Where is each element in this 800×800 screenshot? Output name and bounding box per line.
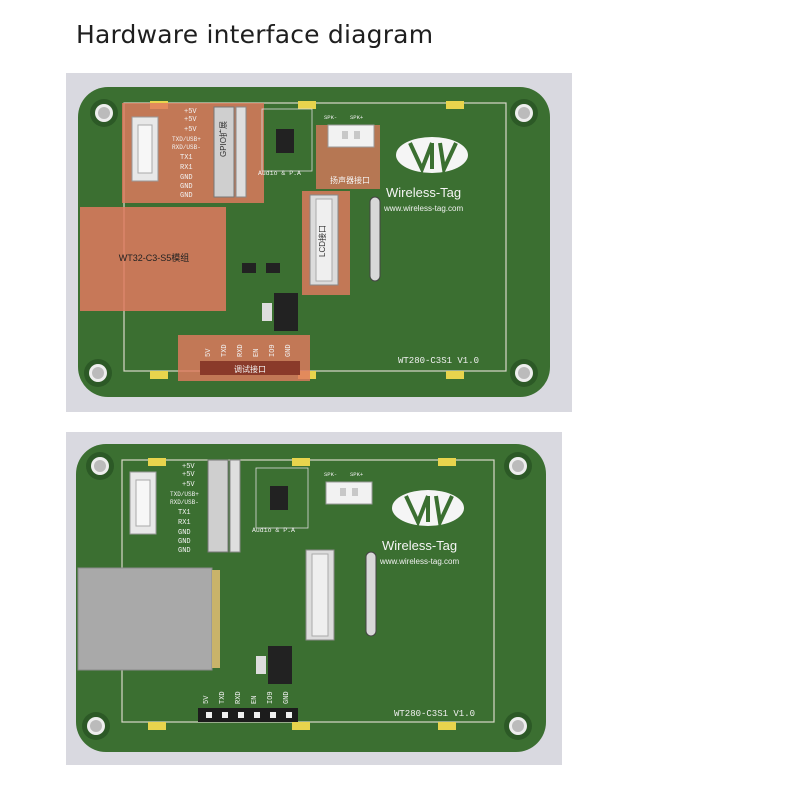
uart-pin-label: TXD/USB+ xyxy=(172,136,201,143)
uart-pin-label: GND xyxy=(180,174,193,182)
edge-pad xyxy=(446,371,464,379)
brand-url: www.wireless-tag.com xyxy=(379,557,459,566)
power-pin-label: +5V xyxy=(184,116,197,124)
edge-pad xyxy=(148,458,166,466)
audio-pa-block xyxy=(261,108,313,172)
lcd-annotation: LCD接口 xyxy=(317,225,327,257)
mounting-hole xyxy=(510,99,538,127)
mounting-hole xyxy=(82,712,110,740)
gpio-connector xyxy=(207,459,229,553)
gpio-annotation: GPIO扩展 xyxy=(218,121,228,157)
spk-label: SPK- xyxy=(324,114,337,121)
debug-pin-label: 5V xyxy=(203,695,211,704)
mounting-hole xyxy=(504,452,532,480)
edge-pad xyxy=(446,101,464,109)
audio-ic xyxy=(270,486,288,510)
edge-pad xyxy=(438,722,456,730)
model-label: WT280-C3S1 V1.0 xyxy=(394,709,475,719)
uart-pin-label: GND xyxy=(178,538,191,546)
debug-header xyxy=(198,708,298,722)
voltage-regulator xyxy=(268,646,292,684)
debug-pin-label: GND xyxy=(283,691,291,704)
debug-pin-label: IO9 xyxy=(269,344,277,357)
mounting-hole xyxy=(86,452,114,480)
debug-pin-label: 5V xyxy=(205,348,213,357)
plain-board-drawing: +5V +5V +5V TXD/USB+ RXD/USB- TX1 RX1 GN… xyxy=(76,444,546,752)
audio-ic xyxy=(276,129,294,153)
power-pin-label: +5V xyxy=(184,126,197,134)
edge-pad xyxy=(150,371,168,379)
debug-pin-label: EN xyxy=(251,696,259,704)
brand-name: Wireless-Tag xyxy=(386,185,461,200)
spk-label: SPK- xyxy=(324,471,337,478)
page-title: Hardware interface diagram xyxy=(76,20,434,49)
uart-pin-label: GND xyxy=(178,547,191,555)
debug-pin-label: RXD xyxy=(237,344,245,357)
uart-pin-label: TX1 xyxy=(180,154,193,162)
edge-pad xyxy=(292,722,310,730)
speaker-connector xyxy=(325,481,373,505)
gpio-connector xyxy=(213,106,235,198)
uart-pin-label: GND xyxy=(178,529,191,537)
edge-pad xyxy=(148,722,166,730)
debug-pin-label: TXD xyxy=(219,691,227,704)
brand-name: Wireless-Tag xyxy=(382,538,457,553)
annotated-board-drawing: +5V +5V +5V TXD/USB+ RXD/USB- TX1 RX1 GN… xyxy=(78,87,550,397)
voltage-regulator xyxy=(274,293,298,331)
brand-logo xyxy=(396,137,468,176)
power-pin-label: +5V xyxy=(182,463,195,471)
spk-label: SPK+ xyxy=(350,114,363,121)
audio-pa-label: Audio & P.A xyxy=(252,527,295,534)
debug-pin-label: EN xyxy=(253,349,261,357)
uart-pin-label: TX1 xyxy=(178,509,191,517)
power-pin-label: +5V xyxy=(182,471,195,479)
uart-pin-label: GND xyxy=(180,183,193,191)
edge-pad xyxy=(298,101,316,109)
uart-pin-label: RXD/USB- xyxy=(172,144,201,151)
mounting-hole xyxy=(510,359,538,387)
power-pin-label: +5V xyxy=(182,481,195,489)
module-highlight xyxy=(80,207,226,311)
annotated-board-panel: +5V +5V +5V TXD/USB+ RXD/USB- TX1 RX1 GN… xyxy=(66,73,572,412)
spk-label: SPK+ xyxy=(350,471,363,478)
debug-pin-label: TXD xyxy=(221,344,229,357)
speaker-annotation: 扬声器接口 xyxy=(330,175,370,185)
debug-pin-label: RXD xyxy=(235,691,243,704)
debug-pin-label: GND xyxy=(285,344,293,357)
audio-pa-label: Audio & P.A xyxy=(258,170,301,177)
uart-pin-label: RX1 xyxy=(180,164,193,172)
power-pin-label: +5V xyxy=(184,108,197,116)
debug-pin-label: IO9 xyxy=(267,691,275,704)
uart-pin-label: RX1 xyxy=(178,519,191,527)
brand-logo xyxy=(392,490,464,529)
uart-pin-label: RXD/USB- xyxy=(170,499,199,506)
uart-pin-label: GND xyxy=(180,192,193,200)
audio-pa-block xyxy=(255,467,309,529)
plain-board-panel: +5V +5V +5V TXD/USB+ RXD/USB- TX1 RX1 GN… xyxy=(66,432,562,765)
mounting-hole xyxy=(84,359,112,387)
display-slot xyxy=(365,551,377,637)
module-annotation: WT32-C3-S5模组 xyxy=(119,252,190,263)
wifi-module xyxy=(77,567,213,671)
model-label: WT280-C3S1 V1.0 xyxy=(398,356,479,366)
mounting-hole xyxy=(504,712,532,740)
brand-url: www.wireless-tag.com xyxy=(383,204,463,213)
mounting-hole xyxy=(90,99,118,127)
debug-annotation: 调试接口 xyxy=(234,364,266,374)
debug-header xyxy=(200,361,300,375)
edge-pad xyxy=(292,458,310,466)
uart-pin-label: TXD/USB+ xyxy=(170,491,199,498)
display-slot xyxy=(369,196,381,282)
speaker-connector xyxy=(327,124,375,148)
edge-pad xyxy=(438,458,456,466)
